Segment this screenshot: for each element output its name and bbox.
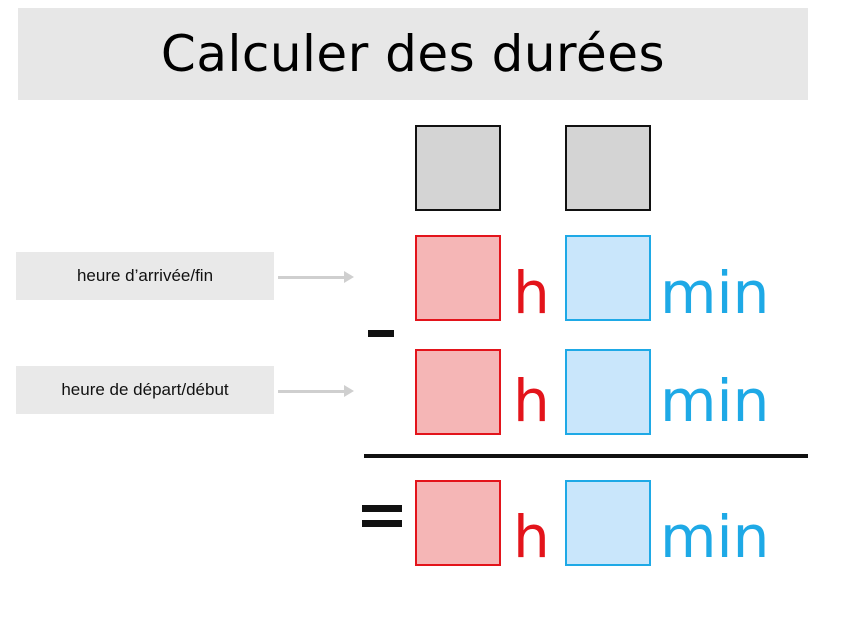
arrival-arrow-icon [278, 271, 354, 283]
sum-rule [364, 454, 808, 458]
result-minutes-box [565, 480, 651, 566]
arrival-label: heure d’arrivée/fin [16, 252, 274, 300]
arrival-hours-unit: h [513, 259, 550, 327]
title-banner: Calculer des durées [18, 8, 808, 100]
departure-hours-unit: h [513, 367, 550, 435]
result-minutes-unit: min [660, 503, 770, 571]
carry-hours-box [415, 125, 501, 211]
departure-arrow-icon [278, 385, 354, 397]
departure-label: heure de départ/début [16, 366, 274, 414]
result-hours-unit: h [513, 503, 550, 571]
arrival-minutes-box [565, 235, 651, 321]
minus-operator [368, 330, 394, 337]
carry-minutes-box [565, 125, 651, 211]
result-hours-box [415, 480, 501, 566]
departure-minutes-box [565, 349, 651, 435]
departure-hours-box [415, 349, 501, 435]
arrival-hours-box [415, 235, 501, 321]
page-title: Calculer des durées [160, 25, 666, 83]
departure-minutes-unit: min [660, 367, 770, 435]
arrival-minutes-unit: min [660, 259, 770, 327]
